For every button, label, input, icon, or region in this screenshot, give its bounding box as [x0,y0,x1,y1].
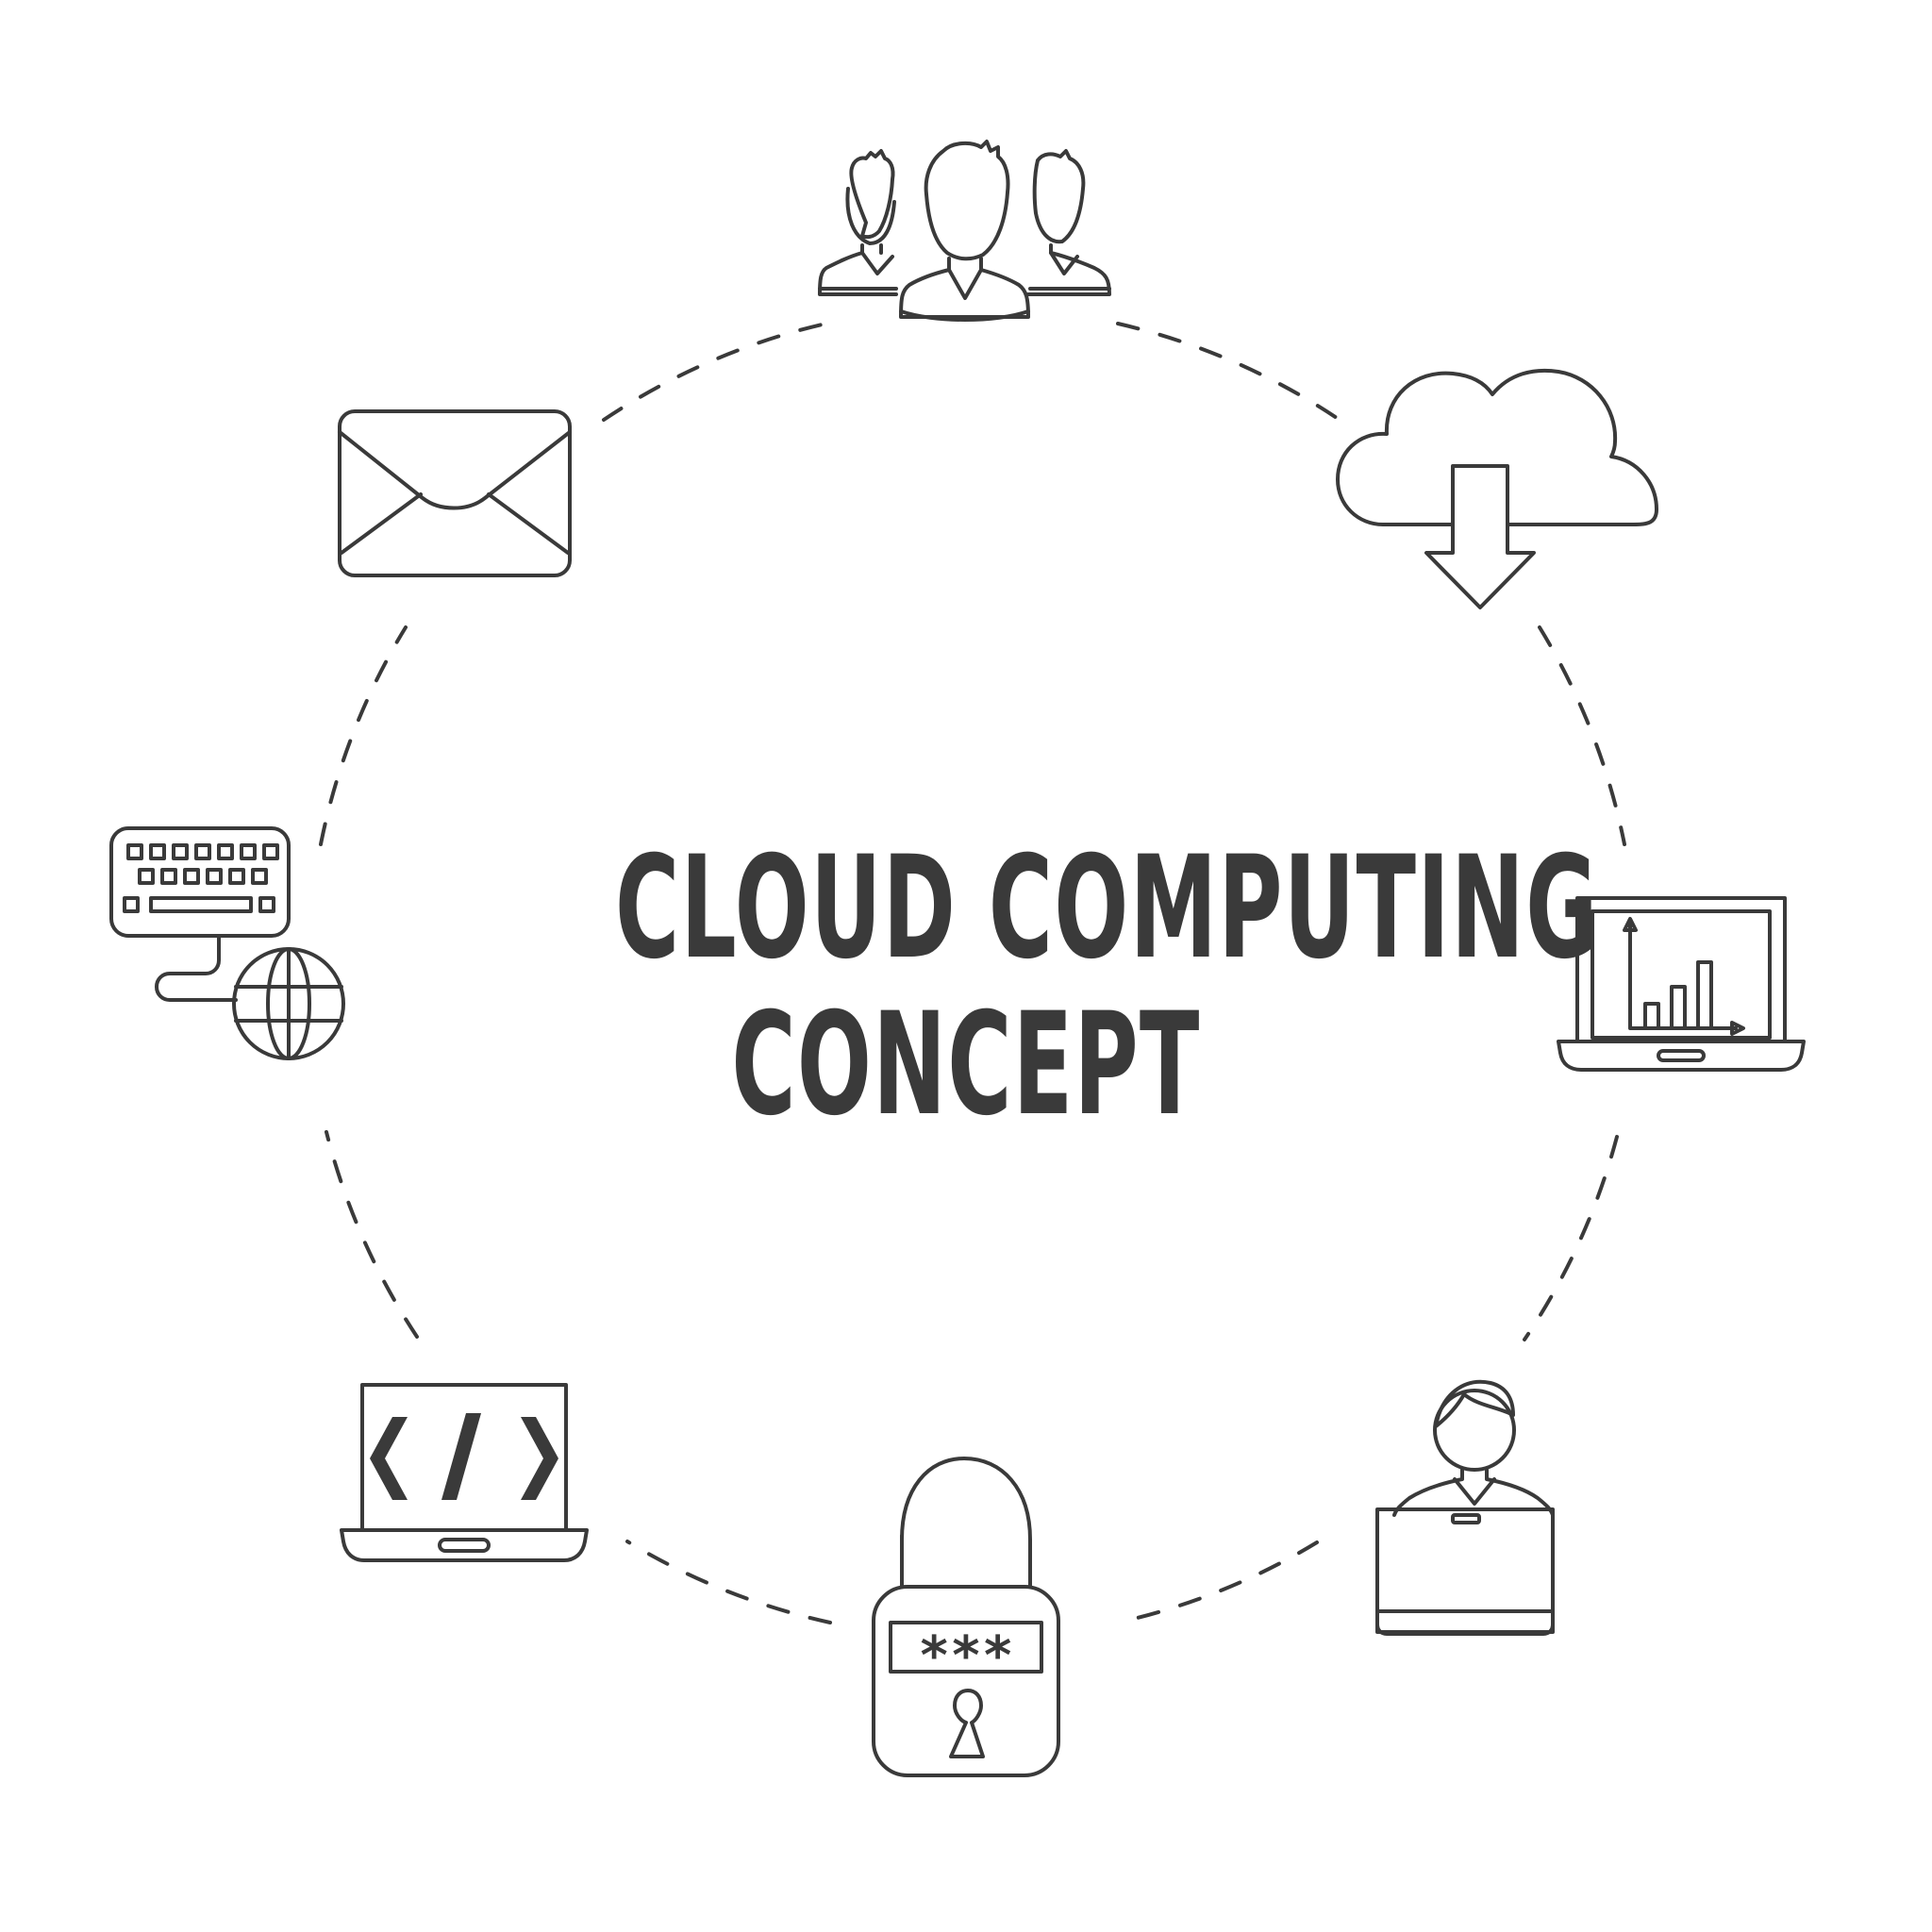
ring-arc-bottom-left [625,1540,832,1624]
ring-arc-left-lower [325,1130,419,1339]
dashed-ring [319,321,1626,1624]
keyboard-globe-icon [109,826,345,1060]
envelope-icon [338,409,572,577]
ring-arc-left-upper [319,625,408,846]
password-mask: *** [918,1625,1013,1687]
title-line-1: CLOUD COMPUTING [615,826,1599,991]
ring-arc-top-right [1116,322,1341,422]
title-line-2: CONCEPT [731,983,1201,1147]
user-laptop-icon [1375,1379,1555,1636]
cloud-download-icon [1336,368,1658,609]
laptop-code-icon [340,1383,589,1562]
team-icon [818,140,1111,322]
padlock-password-icon [872,1457,1060,1777]
ring-arc-right-lower [1523,1135,1619,1341]
ring-arc-bottom-right [1116,1541,1319,1624]
diagram-title: CLOUD COMPUTING CONCEPT [400,826,1599,1147]
laptop-chart-icon [1557,896,1806,1072]
ring-arc-right-upper [1538,625,1626,846]
ring-arc-top-left [602,321,832,422]
